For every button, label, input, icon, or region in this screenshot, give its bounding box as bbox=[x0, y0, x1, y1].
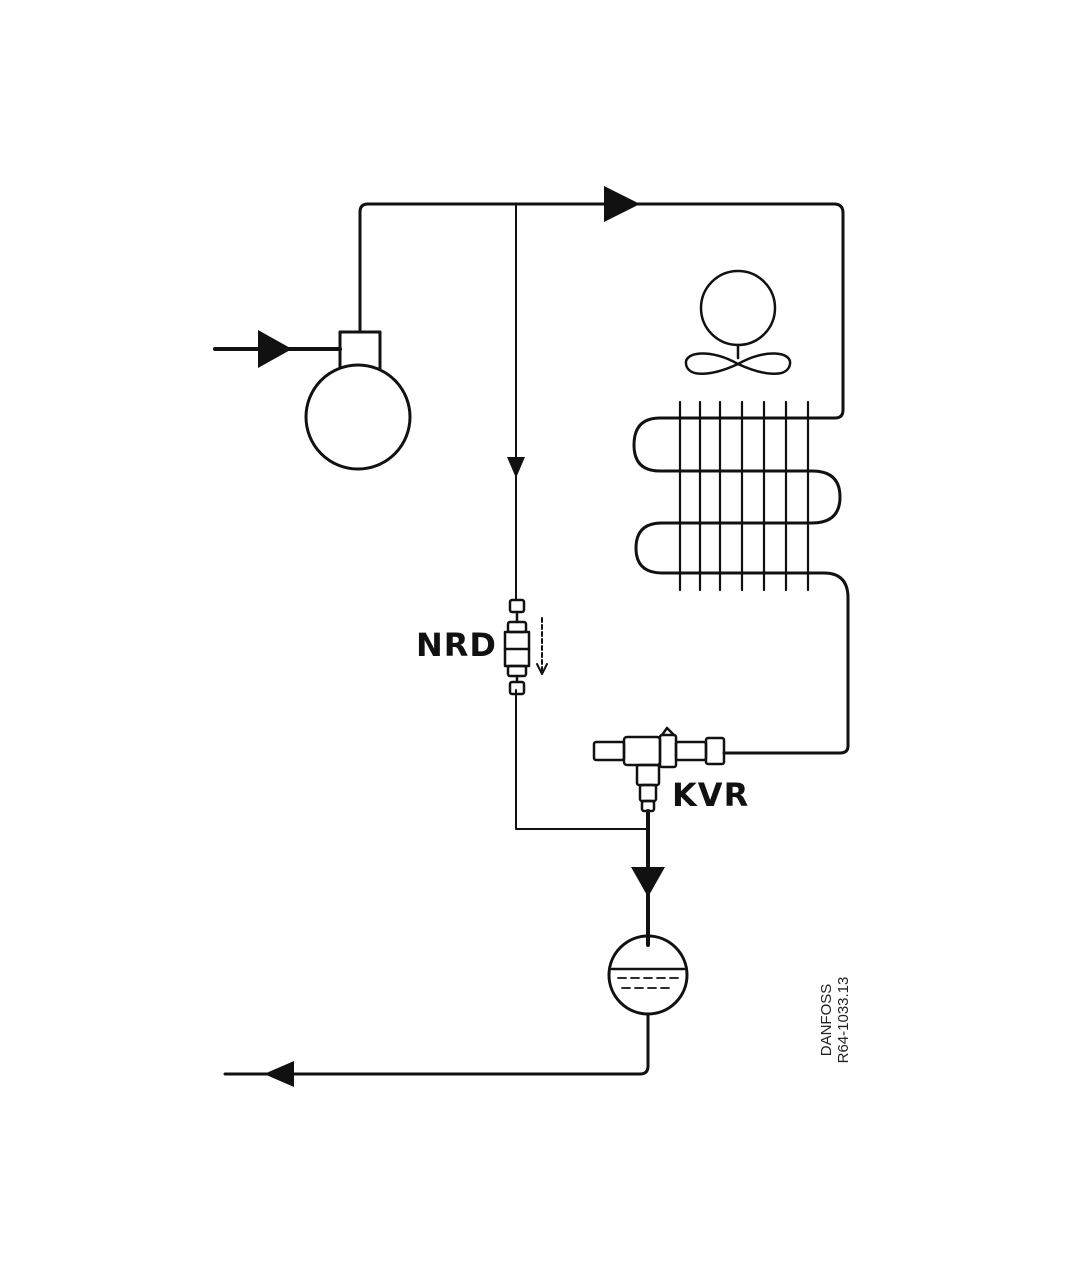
outlet-arrow-icon bbox=[264, 1061, 294, 1087]
kvr-label: KVR bbox=[672, 776, 750, 814]
nrd-valve-icon bbox=[503, 598, 531, 696]
discharge-arrow-icon bbox=[604, 186, 640, 222]
receiver-tank-icon bbox=[607, 934, 689, 1016]
condenser-fan-icon bbox=[684, 269, 792, 375]
compressor-icon bbox=[304, 330, 412, 471]
outlet-line bbox=[223, 1012, 650, 1076]
condenser-coil bbox=[632, 416, 850, 755]
drawing-reference: DANFOSS R64-1033.13 bbox=[775, 975, 895, 1065]
bypass-line-lower bbox=[515, 689, 647, 830]
discharge-line bbox=[358, 202, 845, 420]
kvr-regulator-icon bbox=[592, 726, 726, 813]
receiver-arrow-icon bbox=[631, 867, 665, 897]
brand-text: DANFOSS bbox=[818, 983, 835, 1057]
suction-arrow-icon bbox=[258, 330, 292, 368]
bypass-arrow-icon bbox=[507, 457, 525, 478]
nrd-flow-direction-icon bbox=[536, 617, 548, 675]
condenser-fins bbox=[678, 400, 810, 592]
nrd-label: NRD bbox=[416, 626, 497, 664]
drawing-code: R64-1033.13 bbox=[835, 976, 852, 1064]
